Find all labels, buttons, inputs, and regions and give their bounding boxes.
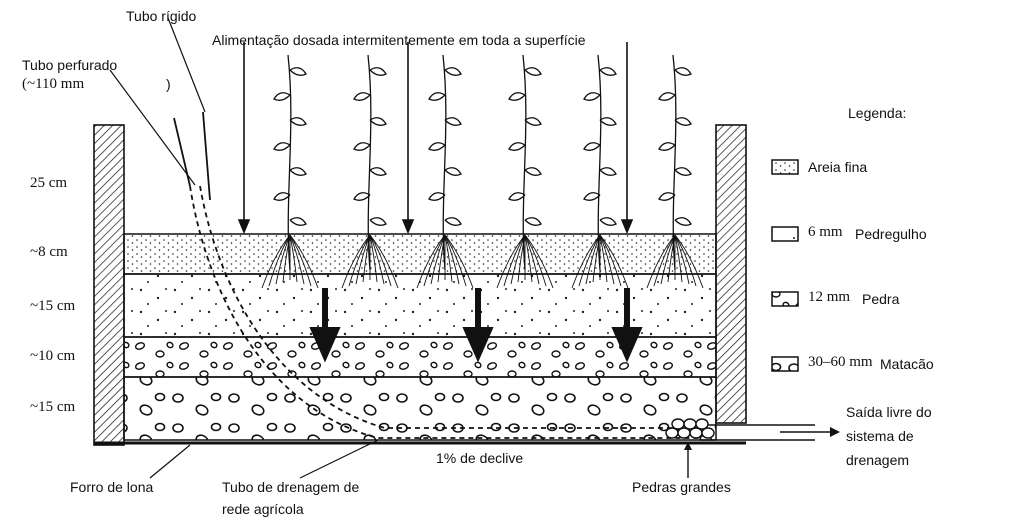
- perforated-tube: [189, 185, 700, 439]
- legend-item-gravel: Pedregulho: [855, 226, 927, 242]
- depth-label-3: ~15 cm: [30, 298, 76, 314]
- gravel-layer: [123, 273, 717, 338]
- large-stones: [665, 418, 715, 439]
- outlet-label-3: drenagem: [846, 452, 910, 468]
- legend-item-boulder-size: 30–60 mm: [808, 354, 873, 370]
- left-wall: [93, 124, 125, 446]
- legend-item-boulder: Matacão: [880, 356, 934, 372]
- depth-label-4: ~10 cm: [30, 348, 76, 364]
- liner-label: Forro de lona: [70, 479, 154, 495]
- legend-item-stone: Pedra: [862, 291, 900, 307]
- depth-label-1: 25 cm: [30, 175, 68, 191]
- legend-boulder-swatch: [771, 356, 799, 372]
- feeding-label: Alimentação dosada intermitentemente em …: [212, 32, 586, 48]
- feeding-arrows: [237, 42, 634, 235]
- drain-tube-label-2: rede agrícola: [222, 501, 304, 517]
- large-stones-label: Pedras grandes: [632, 479, 731, 495]
- legend-sand-swatch: [771, 159, 799, 175]
- perforated-tube-size: (~110 mm: [22, 76, 85, 92]
- outlet-arrowhead: [830, 427, 840, 437]
- perforated-tube-label: Tubo perfurado: [22, 57, 118, 73]
- plant-3: [416, 54, 474, 289]
- depth-label-5: ~15 cm: [30, 399, 76, 415]
- liner-leader: [149, 444, 191, 479]
- legend-title: Legenda:: [848, 105, 907, 121]
- large-stones-arrowhead: [684, 442, 692, 450]
- perforated-tube-paren: ): [166, 76, 171, 92]
- drain-tube-label-1: Tubo de drenagem de: [222, 479, 360, 495]
- drain-tube-leader: [299, 439, 379, 479]
- perforated-tube-leader: [109, 69, 196, 186]
- rigid-tube-label: Tubo rígido: [126, 8, 197, 24]
- rigid-tube-leader: [167, 17, 206, 113]
- boulder-layer: [123, 376, 717, 441]
- plant-1: [261, 54, 319, 289]
- depth-label-2: ~8 cm: [30, 244, 68, 260]
- legend-item-gravel-size: 6 mm: [808, 224, 843, 240]
- rigid-tube: [202, 111, 211, 201]
- legend-swatches: [771, 159, 799, 372]
- plant-4: [496, 54, 554, 289]
- outlet-label-1: Saída livre do: [846, 404, 932, 420]
- outlet-label-2: sistema de: [846, 428, 914, 444]
- legend-stone-swatch: [771, 291, 799, 307]
- plants: [261, 54, 704, 289]
- plant-2: [341, 54, 399, 289]
- right-wall: [715, 124, 747, 424]
- legend-item-stone-size: 12 mm: [808, 289, 851, 305]
- slope-label: 1% de declive: [436, 450, 524, 466]
- flow-arrows: [309, 288, 643, 363]
- legend-gravel-swatch: [771, 226, 799, 242]
- perforated-tube-inner: [199, 185, 700, 429]
- plant-5: [571, 54, 629, 289]
- legend-item-sand: Areia fina: [808, 159, 868, 175]
- plant-6: [646, 54, 704, 289]
